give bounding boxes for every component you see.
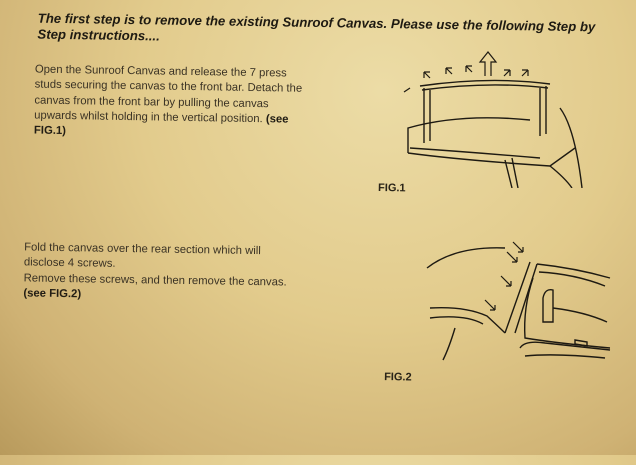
step2-text1: Fold the canvas over the rear section wh… bbox=[23, 241, 261, 271]
step1-paragraph: Open the Sunroof Canvas and release the … bbox=[34, 63, 305, 144]
fig1-illustration bbox=[403, 51, 583, 188]
fig2-label: FIG.2 bbox=[384, 371, 412, 384]
fig2-illustration bbox=[426, 241, 611, 361]
step1-text: Open the Sunroof Canvas and release the … bbox=[34, 63, 303, 126]
step2-text2: Remove these screws, and then remove the… bbox=[23, 272, 287, 289]
step2-paragraph: Fold the canvas over the rear section wh… bbox=[23, 240, 304, 306]
step2-figure-ref: (see FIG.2) bbox=[23, 287, 82, 301]
page-heading: The first step is to remove the existing… bbox=[37, 10, 596, 44]
